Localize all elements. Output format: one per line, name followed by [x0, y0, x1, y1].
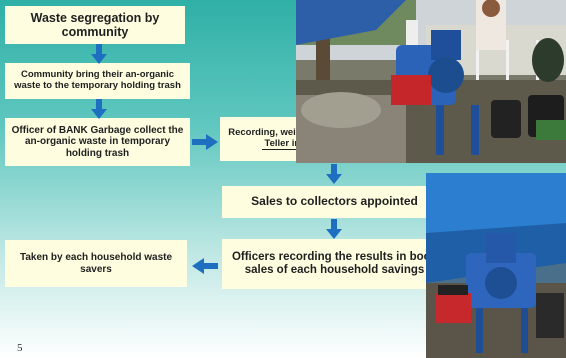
step-taken-by-household-text: Taken by each household waste savers [19, 252, 173, 275]
step-officers-recording-text: Officers recording the results in book s… [231, 250, 438, 276]
page-number: 5 [17, 342, 23, 354]
step-waste-segregation: Waste segregation by community [5, 6, 185, 44]
photo-blue-shredder [426, 173, 566, 358]
step-officer-collect-text: Officer of BANK Garbage collect the an-o… [11, 124, 184, 159]
photo-shredder-machine [296, 0, 566, 163]
step-taken-by-household: Taken by each household waste savers [5, 240, 187, 287]
step-community-bring-waste: Community bring their an-organic waste t… [5, 63, 190, 99]
step-waste-segregation-text: Waste segregation by community [30, 10, 160, 39]
arrow-left-1 [192, 258, 218, 274]
step-sales-collectors-text: Sales to collectors appointed [251, 194, 418, 209]
step-sales-collectors: Sales to collectors appointed [222, 186, 447, 218]
arrow-right-1 [192, 134, 218, 150]
arrow-down-3 [326, 164, 342, 184]
step-community-bring-waste-text: Community bring their an-organic waste t… [14, 69, 181, 91]
step-officers-recording: Officers recording the results in book s… [222, 239, 447, 289]
arrow-down-4 [326, 219, 342, 239]
step-officer-collect: Officer of BANK Garbage collect the an-o… [5, 118, 190, 166]
arrow-down-2 [91, 99, 107, 119]
arrow-down-1 [91, 44, 107, 64]
